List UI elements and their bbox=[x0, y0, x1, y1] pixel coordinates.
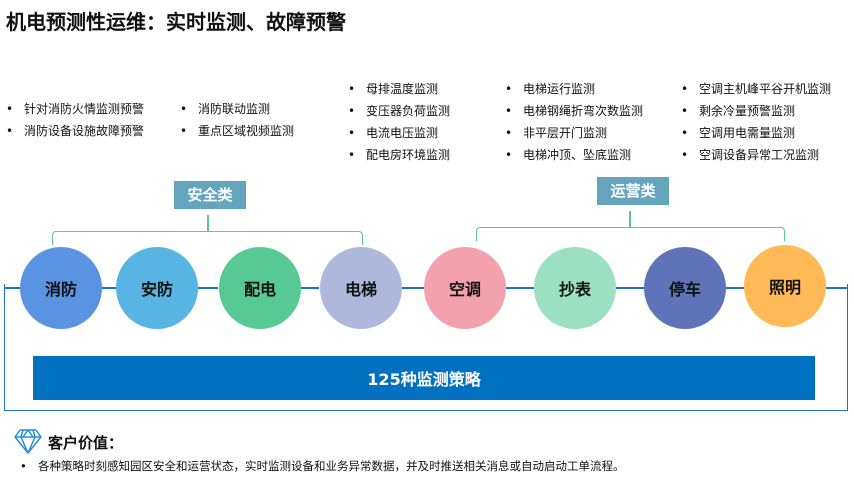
connector-line bbox=[726, 287, 744, 289]
connector-line bbox=[826, 287, 848, 289]
connector-line bbox=[301, 287, 319, 289]
list-item: 空调用电需量监测 bbox=[681, 122, 831, 144]
system-hvac[interactable]: 空调 bbox=[424, 247, 506, 329]
category-operation-label: 运营类 bbox=[597, 177, 669, 205]
strategy-frame bbox=[4, 284, 848, 411]
connector-line bbox=[402, 287, 424, 289]
list-item: 变压器负荷监测 bbox=[348, 100, 450, 122]
hvac-list: 空调主机峰平谷开机监测 剩余冷量预警监测 空调用电需量监测 空调设备异常工况监测 bbox=[681, 78, 831, 166]
system-elevator[interactable]: 电梯 bbox=[320, 247, 402, 329]
fire-safety-list: 针对消防火情监测预警 消防设备设施故障预警 bbox=[6, 98, 144, 142]
list-item: 电梯钢绳折弯次数监测 bbox=[505, 100, 643, 122]
list-item: 非平层开门监测 bbox=[505, 122, 643, 144]
page-title: 机电预测性运维：实时监测、故障预警 bbox=[6, 10, 346, 34]
system-label: 照明 bbox=[768, 278, 801, 297]
system-parking[interactable]: 停车 bbox=[644, 247, 726, 329]
system-power[interactable]: 配电 bbox=[219, 247, 301, 329]
system-label: 抄表 bbox=[558, 280, 591, 299]
safety-brace bbox=[52, 231, 363, 245]
list-item: 剩余冷量预警监测 bbox=[681, 100, 831, 122]
list-item: 电梯冲顶、坠底监测 bbox=[505, 144, 643, 166]
value-list: 各种策略时刻感知园区安全和运营状态，实时监测设备和业务异常数据，并及时推送相关消… bbox=[20, 455, 625, 477]
security-list: 消防联动监测 重点区域视频监测 bbox=[180, 98, 294, 142]
system-fire[interactable]: 消防 bbox=[20, 247, 102, 329]
diamond-icon bbox=[14, 428, 42, 454]
list-item: 重点区域视频监测 bbox=[180, 120, 294, 142]
list-item: 空调主机峰平谷开机监测 bbox=[681, 78, 831, 100]
list-item: 母排温度监测 bbox=[348, 78, 450, 100]
system-label: 电梯 bbox=[344, 280, 377, 299]
connector-line bbox=[102, 287, 118, 289]
operation-brace bbox=[476, 227, 785, 241]
connector-line bbox=[506, 287, 534, 289]
system-label: 空调 bbox=[448, 280, 481, 299]
list-item: 消防设备设施故障预警 bbox=[6, 120, 144, 142]
connector-line bbox=[198, 287, 218, 289]
list-item: 消防联动监测 bbox=[180, 98, 294, 120]
brace-stem bbox=[629, 211, 631, 227]
elevator-list: 电梯运行监测 电梯钢绳折弯次数监测 非平层开门监测 电梯冲顶、坠底监测 bbox=[505, 78, 643, 166]
value-heading: 客户价值： bbox=[48, 434, 124, 452]
brace-stem bbox=[207, 215, 209, 231]
connector-line bbox=[616, 287, 644, 289]
power-list: 母排温度监测 变压器负荷监测 电流电压监测 配电房环境监测 bbox=[348, 78, 450, 166]
list-item: 各种策略时刻感知园区安全和运营状态，实时监测设备和业务异常数据，并及时推送相关消… bbox=[20, 455, 625, 477]
list-item: 针对消防火情监测预警 bbox=[6, 98, 144, 120]
system-label: 安防 bbox=[140, 280, 173, 299]
list-item: 空调设备异常工况监测 bbox=[681, 144, 831, 166]
strategy-bar-label: 125种监测策略 bbox=[367, 370, 481, 389]
system-label: 配电 bbox=[243, 280, 276, 299]
system-label: 停车 bbox=[668, 280, 701, 299]
system-metering[interactable]: 抄表 bbox=[534, 247, 616, 329]
list-item: 电流电压监测 bbox=[348, 122, 450, 144]
strategy-bar: 125种监测策略 bbox=[33, 356, 815, 400]
system-security[interactable]: 安防 bbox=[116, 247, 198, 329]
system-lighting[interactable]: 照明 bbox=[744, 245, 826, 327]
category-safety-label: 安全类 bbox=[174, 181, 246, 209]
connector-line bbox=[4, 287, 20, 289]
system-label: 消防 bbox=[44, 280, 77, 299]
list-item: 配电房环境监测 bbox=[348, 144, 450, 166]
list-item: 电梯运行监测 bbox=[505, 78, 643, 100]
